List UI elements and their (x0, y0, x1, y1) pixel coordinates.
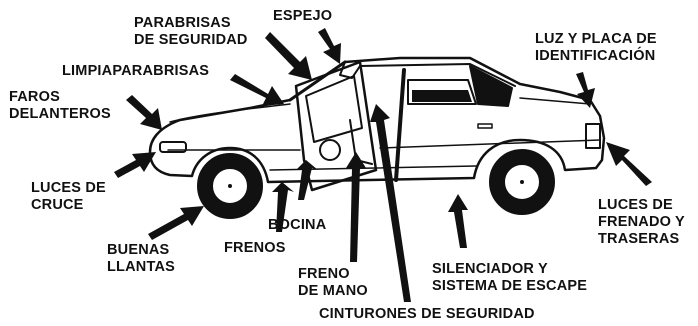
label-luces-cruce: LUCES DE CRUCE (31, 180, 106, 214)
headlight (159, 141, 187, 153)
label-bocina-text: BOCINA (268, 217, 327, 233)
arrow-bocina (296, 160, 318, 200)
arrow-frenos (272, 182, 294, 232)
side-window (407, 79, 477, 105)
steering-wheel (319, 139, 341, 161)
label-parabrisas-line2: DE SEGURIDAD (134, 32, 248, 48)
label-luz-placa-line2: IDENTIFICACIÓN (535, 48, 656, 64)
label-freno-mano: FRENO DE MANO (298, 266, 368, 300)
rear-window (469, 65, 513, 107)
b-pillar (394, 68, 406, 182)
tail-light (585, 123, 601, 149)
windshield (288, 60, 347, 102)
label-luces-frenado-line2: FRENADO Y (598, 214, 685, 230)
hood-line (169, 103, 291, 123)
label-luz-placa: LUZ Y PLACA DE IDENTIFICACIÓN (535, 31, 657, 65)
front-hub-dot (228, 184, 232, 188)
label-espejo-text: ESPEJO (273, 8, 333, 24)
label-parabrisas: PARABRISAS DE SEGURIDAD (134, 15, 248, 49)
label-faros-line1: FAROS (9, 89, 60, 105)
rear-hub-dot (520, 180, 524, 184)
label-buenas-llantas: BUENAS LLANTAS (107, 242, 175, 276)
car-roof (339, 61, 516, 87)
label-frenos: FRENOS (224, 240, 286, 257)
label-faros-line2: DELANTEROS (9, 106, 111, 122)
arrow-luces-cruce (114, 152, 156, 178)
arrow-buenas-llantas (148, 206, 204, 240)
label-silenciador-line2: SISTEMA DE ESCAPE (432, 278, 588, 294)
label-luces-cruce-line1: LUCES DE (31, 180, 106, 196)
car-illustration (148, 56, 606, 219)
arrow-faros (126, 95, 162, 130)
arrow-cinturones (370, 104, 411, 302)
label-limpiaparabrisas-text: LIMPIAPARABRISAS (62, 63, 210, 79)
label-freno-mano-line2: DE MANO (298, 283, 368, 299)
door-window-frame (305, 75, 363, 143)
label-frenos-text: FRENOS (224, 240, 286, 256)
label-buenas-llantas-line2: LLANTAS (107, 259, 175, 275)
arrow-espejo (318, 28, 341, 64)
label-luces-cruce-line2: CRUCE (31, 197, 84, 213)
arrow-limpiaparabrisas (230, 74, 284, 106)
label-bocina: BOCINA (268, 217, 326, 234)
label-buenas-llantas-line1: BUENAS (107, 242, 170, 258)
side-window-dark (412, 90, 472, 102)
label-silenciador-line1: SILENCIADOR Y (432, 261, 548, 277)
arrow-silenciador (448, 194, 468, 248)
label-luz-placa-line1: LUZ Y PLACA DE (535, 31, 657, 47)
label-luces-frenado-line3: TRASERAS (598, 231, 680, 247)
arrow-parabrisas (265, 32, 312, 80)
label-freno-mano-line1: FRENO (298, 266, 350, 282)
label-cinturones: CINTURONES DE SEGURIDAD (319, 306, 535, 323)
arrow-luz-placa (576, 72, 595, 108)
open-door (294, 60, 378, 192)
door-handle (477, 123, 493, 129)
label-cinturones-text: CINTURONES DE SEGURIDAD (319, 306, 535, 322)
label-luces-frenado-line1: LUCES DE (598, 197, 673, 213)
label-silenciador: SILENCIADOR Y SISTEMA DE ESCAPE (432, 261, 587, 295)
label-luces-frenado: LUCES DE FRENADO Y TRASERAS (598, 197, 685, 248)
label-espejo: ESPEJO (273, 8, 332, 25)
arrow-luces-frenado (606, 142, 652, 186)
arrows (114, 28, 652, 302)
trunk-line (519, 97, 591, 105)
label-faros: FAROS DELANTEROS (9, 89, 111, 123)
label-parabrisas-line1: PARABRISAS (134, 15, 231, 31)
body-side-line (167, 139, 601, 151)
arrow-freno-mano (346, 152, 366, 262)
label-limpiaparabrisas: LIMPIAPARABRISAS (62, 63, 209, 80)
